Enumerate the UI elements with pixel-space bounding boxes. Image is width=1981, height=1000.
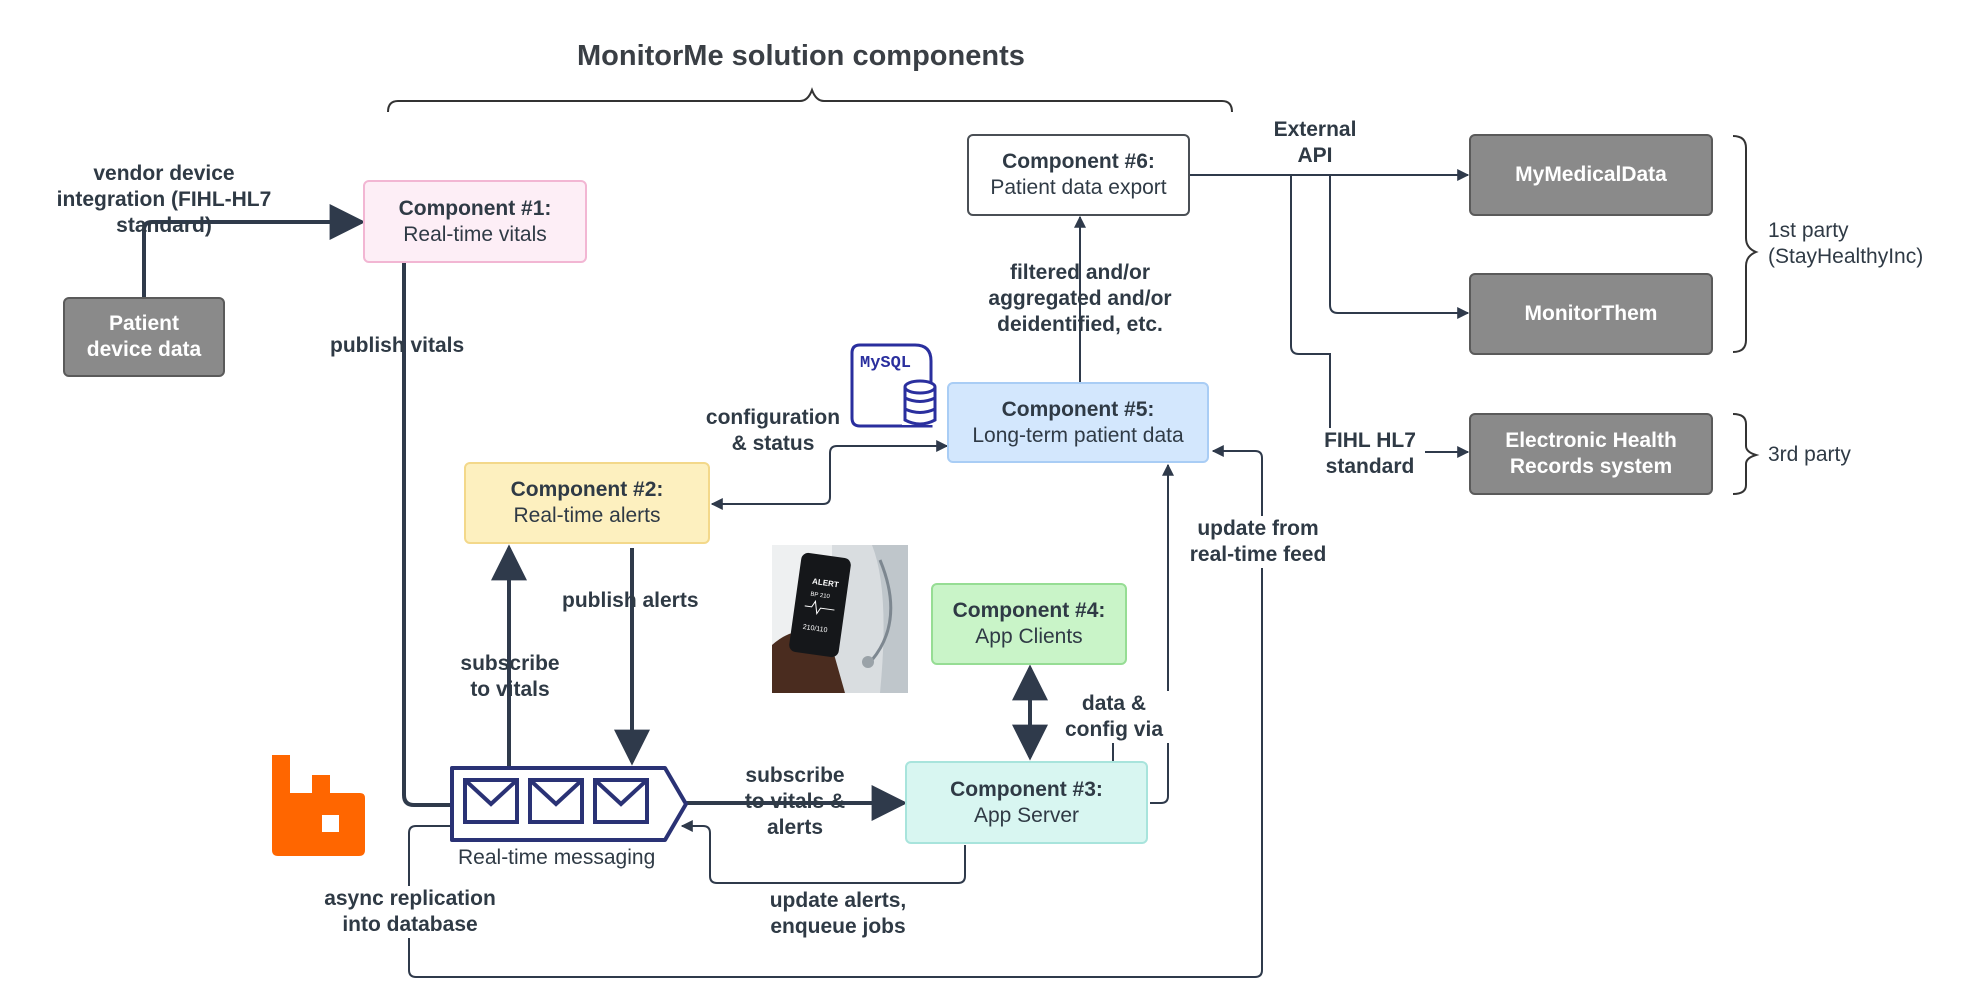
component-5-title: Component #5: [1001, 397, 1155, 421]
envelope-icon [463, 778, 519, 824]
patient-device-box: Patient device data [63, 297, 225, 377]
first-party-brace [1732, 135, 1759, 353]
arrow-c3-to-c5 [1150, 463, 1174, 804]
arrow-c6-to-monitorthem [1329, 175, 1470, 319]
svg-text:210/110: 210/110 [802, 624, 828, 634]
title-brace [387, 87, 1233, 113]
monitorthem-label: MonitorThem [1524, 302, 1658, 325]
arrow-c6-to-ehr [1290, 175, 1470, 458]
envelope-icon [528, 778, 584, 824]
component-4-title: Component #4: [952, 599, 1106, 622]
arrow-c5-c2 [710, 440, 949, 510]
label-external-api: External API [1265, 117, 1365, 169]
label-data-config: data & config via [1054, 691, 1174, 743]
ehr-box: Electronic Health Records system [1469, 413, 1713, 495]
label-async-replication: async replication into database [315, 886, 505, 938]
label-publish-vitals: publish vitals [330, 334, 465, 357]
label-vendor-integration: vendor device integration (FIHL-HL7 stan… [56, 162, 272, 237]
component-5-box: Component #5: Long-term patient data [947, 382, 1209, 463]
third-party-brace [1732, 413, 1760, 495]
mysql-label: MySQL [860, 354, 911, 373]
arrow-c1-to-queue [402, 263, 452, 807]
component-3-title: Component #3: [950, 777, 1103, 801]
component-1-box: Component #1: Real-time vitals [363, 180, 587, 263]
component-5-subtitle: Long-term patient data [972, 423, 1184, 447]
label-update-feed: update from real-time feed [1183, 516, 1333, 568]
label-real-time-messaging: Real-time messaging [458, 846, 656, 869]
label-subscribe-vitals: subscribe to vitals [460, 652, 560, 701]
component-2-subtitle: Real-time alerts [513, 504, 661, 527]
component-6-box: Component #6: Patient data export [967, 134, 1190, 216]
mymedicaldata-label: MyMedicalData [1515, 163, 1667, 186]
label-publish-alerts: publish alerts [562, 589, 699, 612]
label-update-alerts: update alerts, enqueue jobs [769, 889, 907, 938]
component-2-title: Component #2: [510, 478, 664, 501]
component-1-title: Component #1: [398, 196, 552, 220]
label-config-status: configuration & status [705, 406, 841, 455]
mysql-logo-icon: MySQL [850, 343, 938, 428]
component-3-box: Component #3: App Server [905, 761, 1148, 844]
patient-device-label: Patient device data [86, 312, 202, 361]
component-3-subtitle: App Server [973, 803, 1080, 827]
phone-alert-image: ALERT BP 210 210/110 [772, 545, 908, 693]
envelope-icon [593, 778, 649, 824]
component-4-box: Component #4: App Clients [931, 583, 1127, 665]
component-6-title: Component #6: [1002, 150, 1155, 173]
component-2-box: Component #2: Real-time alerts [464, 462, 710, 544]
svg-text:BP 210: BP 210 [810, 592, 831, 601]
arrow-device-to-c1 [142, 204, 366, 298]
label-third-party: 3rd party [1768, 443, 1851, 466]
svg-text:ALERT: ALERT [812, 577, 840, 590]
component-1-subtitle: Real-time vitals [403, 222, 547, 246]
component-4-subtitle: App Clients [975, 625, 1083, 648]
rabbitmq-logo-icon [272, 755, 365, 856]
label-fihl-hl7: FIHL HL7 standard [1315, 428, 1425, 480]
mymedicaldata-box: MyMedicalData [1469, 134, 1713, 216]
arrow-c3-to-queue [680, 820, 966, 884]
label-subscribe-vitals-alerts: subscribe to vitals & alerts [744, 764, 846, 839]
component-6-subtitle: Patient data export [990, 176, 1167, 199]
message-queue-icon [450, 766, 688, 842]
ehr-label: Electronic Health Records system [1505, 429, 1677, 478]
page-title: MonitorMe solution components [577, 40, 1025, 72]
monitorthem-box: MonitorThem [1469, 273, 1713, 355]
arrow-async-replication [408, 445, 1263, 978]
label-first-party: 1st party (StayHealthyInc) [1768, 219, 1924, 268]
label-filtered: filtered and/or aggregated and/or deiden… [988, 261, 1172, 336]
